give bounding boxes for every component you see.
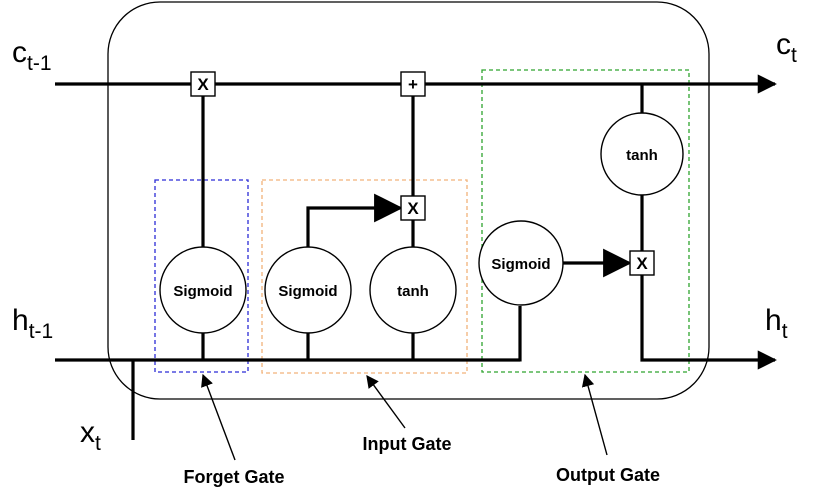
c-prev-base: c bbox=[12, 36, 27, 69]
x-input-label: xt bbox=[80, 416, 101, 455]
output-tanh-node: tanh bbox=[600, 112, 684, 196]
x-input-base: x bbox=[80, 416, 95, 449]
hidden-output-line bbox=[640, 275, 777, 370]
x-input-sub: t bbox=[95, 432, 101, 455]
c-next-label: ct bbox=[776, 28, 797, 67]
forget-sigmoid-node: Sigmoid bbox=[159, 246, 247, 334]
input-sigmoid-output-wire bbox=[306, 193, 403, 247]
input-gate-box bbox=[261, 179, 468, 374]
cell-add-label: + bbox=[408, 75, 418, 94]
cell-add-operator: + bbox=[400, 71, 426, 97]
input-tanh-node: tanh bbox=[369, 246, 457, 334]
input-sigmoid-node: Sigmoid bbox=[264, 246, 352, 334]
output-tanh-label: tanh bbox=[626, 147, 658, 164]
c-next-sub: t bbox=[791, 44, 797, 67]
output-gate-box bbox=[481, 69, 690, 373]
output-gate-caption: Output Gate bbox=[556, 465, 660, 485]
forget-gate-box bbox=[154, 179, 249, 373]
output-sigmoid-label: Sigmoid bbox=[491, 256, 550, 273]
output-gate-pointer bbox=[581, 373, 608, 456]
h-next-label: ht bbox=[765, 304, 788, 343]
input-gate-pointer bbox=[366, 374, 406, 429]
output-sigmoid-node: Sigmoid bbox=[478, 220, 564, 306]
output-multiply-label: X bbox=[636, 254, 648, 273]
h-next-base: h bbox=[765, 304, 782, 337]
c-next-base: c bbox=[776, 28, 791, 61]
forget-sigmoid-label: Sigmoid bbox=[173, 283, 232, 300]
input-multiply-operator: X bbox=[400, 195, 426, 221]
input-sigmoid-label: Sigmoid bbox=[278, 283, 337, 300]
h-next-sub: t bbox=[782, 320, 788, 343]
input-gate-caption: Input Gate bbox=[363, 434, 452, 454]
h-prev-sub: t-1 bbox=[29, 320, 54, 343]
h-prev-base: h bbox=[12, 304, 29, 337]
forget-multiply-operator: X bbox=[190, 71, 216, 97]
output-multiply-operator: X bbox=[629, 250, 655, 276]
forget-multiply-label: X bbox=[197, 75, 209, 94]
c-prev-sub: t-1 bbox=[27, 52, 52, 75]
forget-gate-caption: Forget Gate bbox=[183, 467, 284, 487]
c-prev-label: ct-1 bbox=[12, 36, 52, 75]
input-tanh-label: tanh bbox=[397, 283, 429, 300]
forget-gate-pointer bbox=[201, 373, 236, 461]
input-multiply-label: X bbox=[407, 199, 419, 218]
h-prev-label: ht-1 bbox=[12, 304, 53, 343]
cell-boundary bbox=[107, 1, 710, 400]
